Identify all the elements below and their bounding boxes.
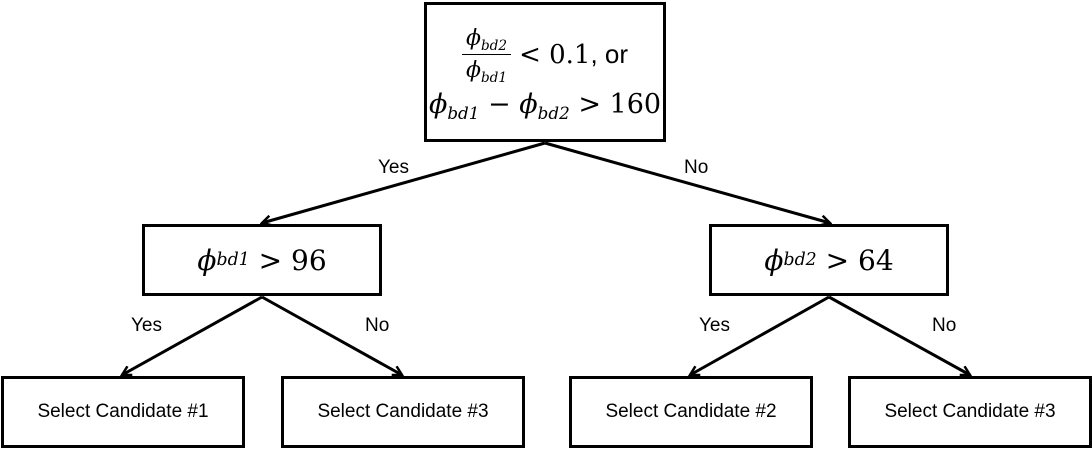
edge-left-to-leaf1 bbox=[122, 295, 263, 377]
denominator-subscript: bd1 bbox=[480, 69, 508, 86]
right-condition-threshold: > 64 bbox=[825, 243, 894, 277]
root-condition-line1: ϕbd2 ϕbd1 < 0.1, or bbox=[461, 26, 629, 86]
fraction-denominator: ϕbd1 bbox=[462, 55, 511, 86]
root-condition-node: ϕbd2 ϕbd1 < 0.1, or ϕbd1 − ϕbd2 > 160 bbox=[424, 2, 666, 142]
edge-root-to-right bbox=[544, 141, 830, 223]
leaf-select-candidate-1: Select Candidate #1 bbox=[1, 376, 245, 448]
or-text: , or bbox=[590, 39, 629, 69]
edge-label-right-yes: Yes bbox=[699, 315, 730, 336]
edge-label-root-yes: Yes bbox=[378, 157, 409, 178]
edge-root-to-left bbox=[262, 141, 546, 223]
phi-symbol: ϕ bbox=[428, 89, 448, 120]
phi-symbol: ϕ bbox=[465, 26, 481, 51]
leaf-select-candidate-3-right: Select Candidate #3 bbox=[848, 376, 1092, 448]
fraction-numerator: ϕbd2 bbox=[461, 26, 512, 55]
edge-right-to-leaf4 bbox=[828, 295, 970, 377]
edge-label-root-no: No bbox=[684, 157, 709, 178]
edge-label-left-yes: Yes bbox=[131, 315, 162, 336]
minus-sign: − bbox=[488, 89, 511, 120]
left-condition-threshold: > 96 bbox=[258, 243, 327, 277]
phi-symbol: ϕ bbox=[519, 89, 538, 120]
phi-symbol: ϕ bbox=[465, 58, 481, 83]
phi-symbol: ϕ bbox=[764, 243, 784, 277]
ratio-threshold: < 0.1 bbox=[519, 39, 591, 70]
difference-first-subscript: bd1 bbox=[447, 102, 480, 123]
phi-ratio-fraction: ϕbd2 ϕbd1 bbox=[461, 26, 512, 86]
leaf-select-candidate-3-left: Select Candidate #3 bbox=[281, 376, 525, 448]
leaf-select-candidate-2: Select Candidate #2 bbox=[569, 376, 813, 448]
edge-label-right-no: No bbox=[932, 315, 957, 336]
edge-label-left-no: No bbox=[365, 315, 390, 336]
phi-symbol: ϕ bbox=[197, 243, 217, 277]
difference-threshold: > 160 bbox=[578, 89, 662, 120]
edge-right-to-leaf3 bbox=[690, 295, 830, 377]
edge-left-to-leaf2 bbox=[261, 295, 402, 377]
root-condition-line2: ϕbd1 − ϕbd2 > 160 bbox=[428, 89, 662, 123]
numerator-subscript: bd2 bbox=[480, 37, 508, 54]
difference-second-subscript: bd2 bbox=[537, 102, 570, 123]
